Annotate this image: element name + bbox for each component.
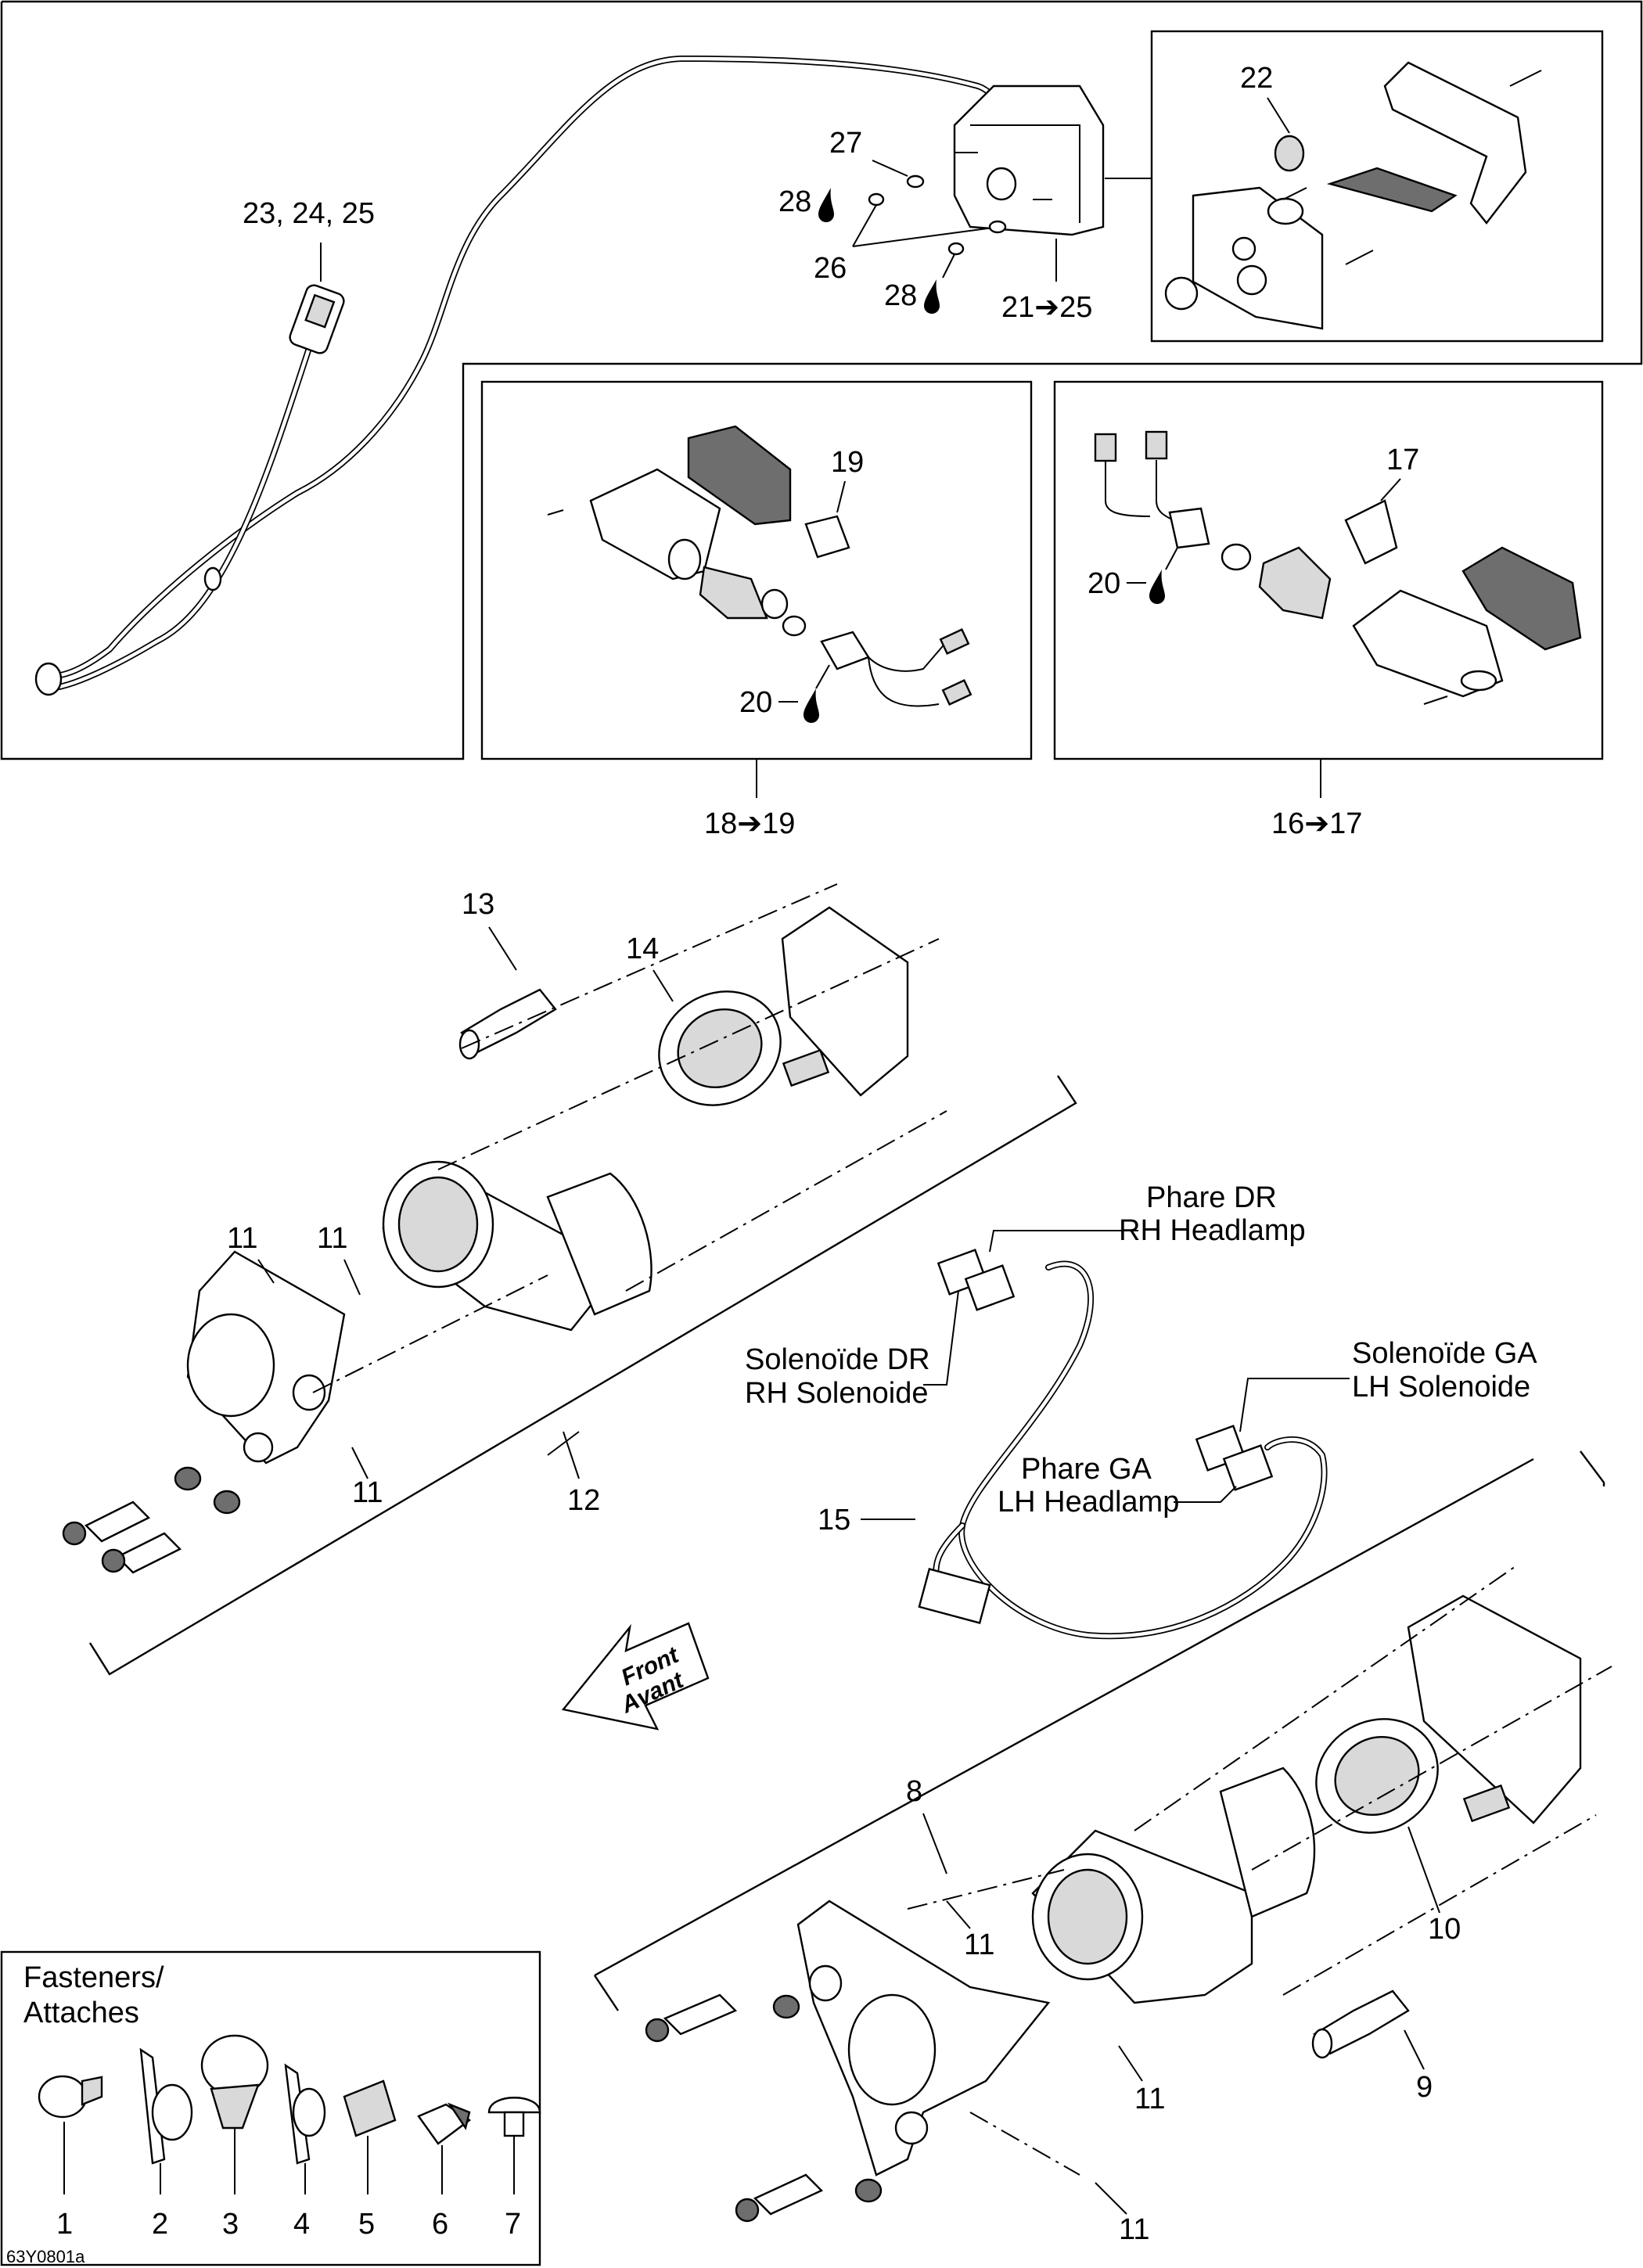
lh-headlamp-assembly: [594, 1450, 1612, 2223]
svg-text:27: 27: [829, 127, 862, 160]
taillight-inset-box: [1150, 30, 1604, 343]
rear-harness: [34, 56, 1036, 696]
sealant-drop-icon: [818, 188, 834, 222]
svg-text:11: 11: [1119, 2213, 1149, 2246]
svg-text:20: 20: [739, 686, 772, 719]
svg-text:RH Headlamp: RH Headlamp: [1119, 1214, 1306, 1247]
svg-text:20: 20: [1088, 567, 1120, 600]
svg-text:28: 28: [884, 279, 917, 312]
svg-text:Phare DR: Phare DR: [1146, 1181, 1277, 1214]
sealant-drop-icon: [924, 279, 940, 314]
svg-text:Phare GA: Phare GA: [1021, 1453, 1152, 1486]
svg-text:12: 12: [567, 1484, 600, 1517]
drawing-reference: 63Y0801a: [6, 2247, 85, 2266]
svg-text:11: 11: [1134, 2083, 1165, 2115]
sealant-drop-icon: [1149, 570, 1165, 604]
svg-text:LH Headlamp: LH Headlamp: [998, 1486, 1179, 1519]
svg-text:3: 3: [222, 2208, 239, 2241]
svg-text:5: 5: [358, 2208, 375, 2241]
svg-text:11: 11: [317, 1222, 347, 1255]
fasteners-title: Fasteners/: [23, 1961, 164, 1994]
fasteners-icons: [38, 2034, 541, 2165]
svg-text:11: 11: [352, 1476, 383, 1509]
svg-text:8: 8: [906, 1775, 922, 1808]
rh-headlamp-assembly: [62, 883, 1077, 1676]
svg-text:28: 28: [778, 185, 811, 218]
label-23-24-25: 23, 24, 25: [243, 197, 375, 230]
svg-text:17: 17: [1386, 444, 1419, 476]
svg-text:LH Solenoide: LH Solenoide: [1352, 1371, 1530, 1404]
svg-text:Solenoïde GA: Solenoïde GA: [1352, 1337, 1537, 1370]
svg-text:18➔19: 18➔19: [704, 807, 795, 840]
front-arrow: Front Avant: [561, 1622, 710, 1731]
svg-text:11: 11: [964, 1928, 994, 1961]
svg-text:16➔17: 16➔17: [1271, 807, 1362, 840]
svg-text:26: 26: [814, 252, 847, 285]
taillight-housing: [953, 84, 1105, 236]
svg-text:Solenoïde DR: Solenoïde DR: [745, 1343, 930, 1376]
svg-text:11: 11: [227, 1222, 257, 1255]
svg-text:4: 4: [293, 2208, 310, 2241]
svg-text:15: 15: [818, 1504, 850, 1537]
sealant-drop-icon: [804, 688, 819, 723]
left-turn-signal: [547, 425, 972, 707]
svg-text:2: 2: [152, 2208, 168, 2241]
svg-text:14: 14: [626, 933, 659, 965]
right-signal-box: [1053, 380, 1604, 760]
taillight-lens-parts: [1164, 61, 1542, 330]
svg-text:RH Solenoide: RH Solenoide: [745, 1377, 928, 1410]
svg-text:7: 7: [505, 2208, 521, 2241]
svg-text:9: 9: [1416, 2071, 1433, 2104]
svg-text:22: 22: [1240, 62, 1273, 95]
svg-text:10: 10: [1428, 1913, 1461, 1946]
harness-frame: [0, 0, 1643, 760]
svg-text:19: 19: [831, 446, 864, 479]
svg-text:1: 1: [56, 2208, 73, 2241]
svg-text:13: 13: [462, 888, 494, 921]
right-turn-signal: [1094, 430, 1582, 705]
svg-text:Attaches: Attaches: [23, 1997, 139, 2029]
headlamp-harness: [918, 1249, 1328, 1640]
svg-text:6: 6: [432, 2208, 448, 2241]
svg-text:21➔25: 21➔25: [1001, 291, 1092, 324]
